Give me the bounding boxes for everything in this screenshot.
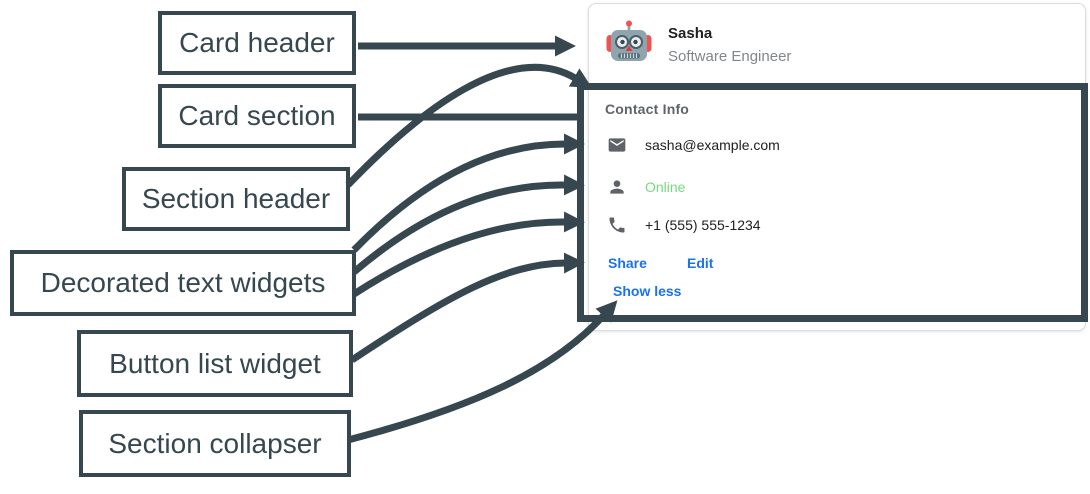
- robot-avatar-icon: [605, 18, 653, 66]
- label-button-list-widget: Button list widget: [77, 330, 353, 397]
- mail-icon: [607, 135, 627, 155]
- person-icon: [607, 177, 627, 197]
- show-less-button[interactable]: Show less: [613, 283, 682, 299]
- contact-card: [588, 3, 1086, 331]
- label-section-collapser: Section collapser: [79, 410, 351, 477]
- decorated-text-arrow-phone: [352, 211, 585, 297]
- section-collapser-arrow: [347, 300, 618, 444]
- share-button[interactable]: Share: [608, 255, 647, 271]
- phone-icon: [607, 215, 627, 235]
- section-header-arrow: [345, 64, 593, 188]
- card-header-name: Sasha: [668, 25, 713, 42]
- online-status-text: Online: [645, 179, 686, 195]
- label-decorated-text-widgets: Decorated text widgets: [10, 250, 356, 316]
- label-card-header: Card header: [158, 11, 356, 75]
- email-text: sasha@example.com: [645, 137, 780, 153]
- decorated-text-arrow-online: [351, 174, 585, 275]
- decorated-text-arrow-email: [351, 133, 585, 253]
- label-section-header: Section header: [122, 167, 350, 231]
- button-list-arrow: [350, 252, 585, 363]
- label-card-section: Card section: [158, 84, 356, 148]
- section-header-title: Contact Info: [605, 101, 690, 117]
- phone-text: +1 (555) 555-1234: [645, 217, 761, 233]
- card-header-subtitle: Software Engineer: [668, 48, 792, 65]
- edit-button[interactable]: Edit: [687, 255, 714, 271]
